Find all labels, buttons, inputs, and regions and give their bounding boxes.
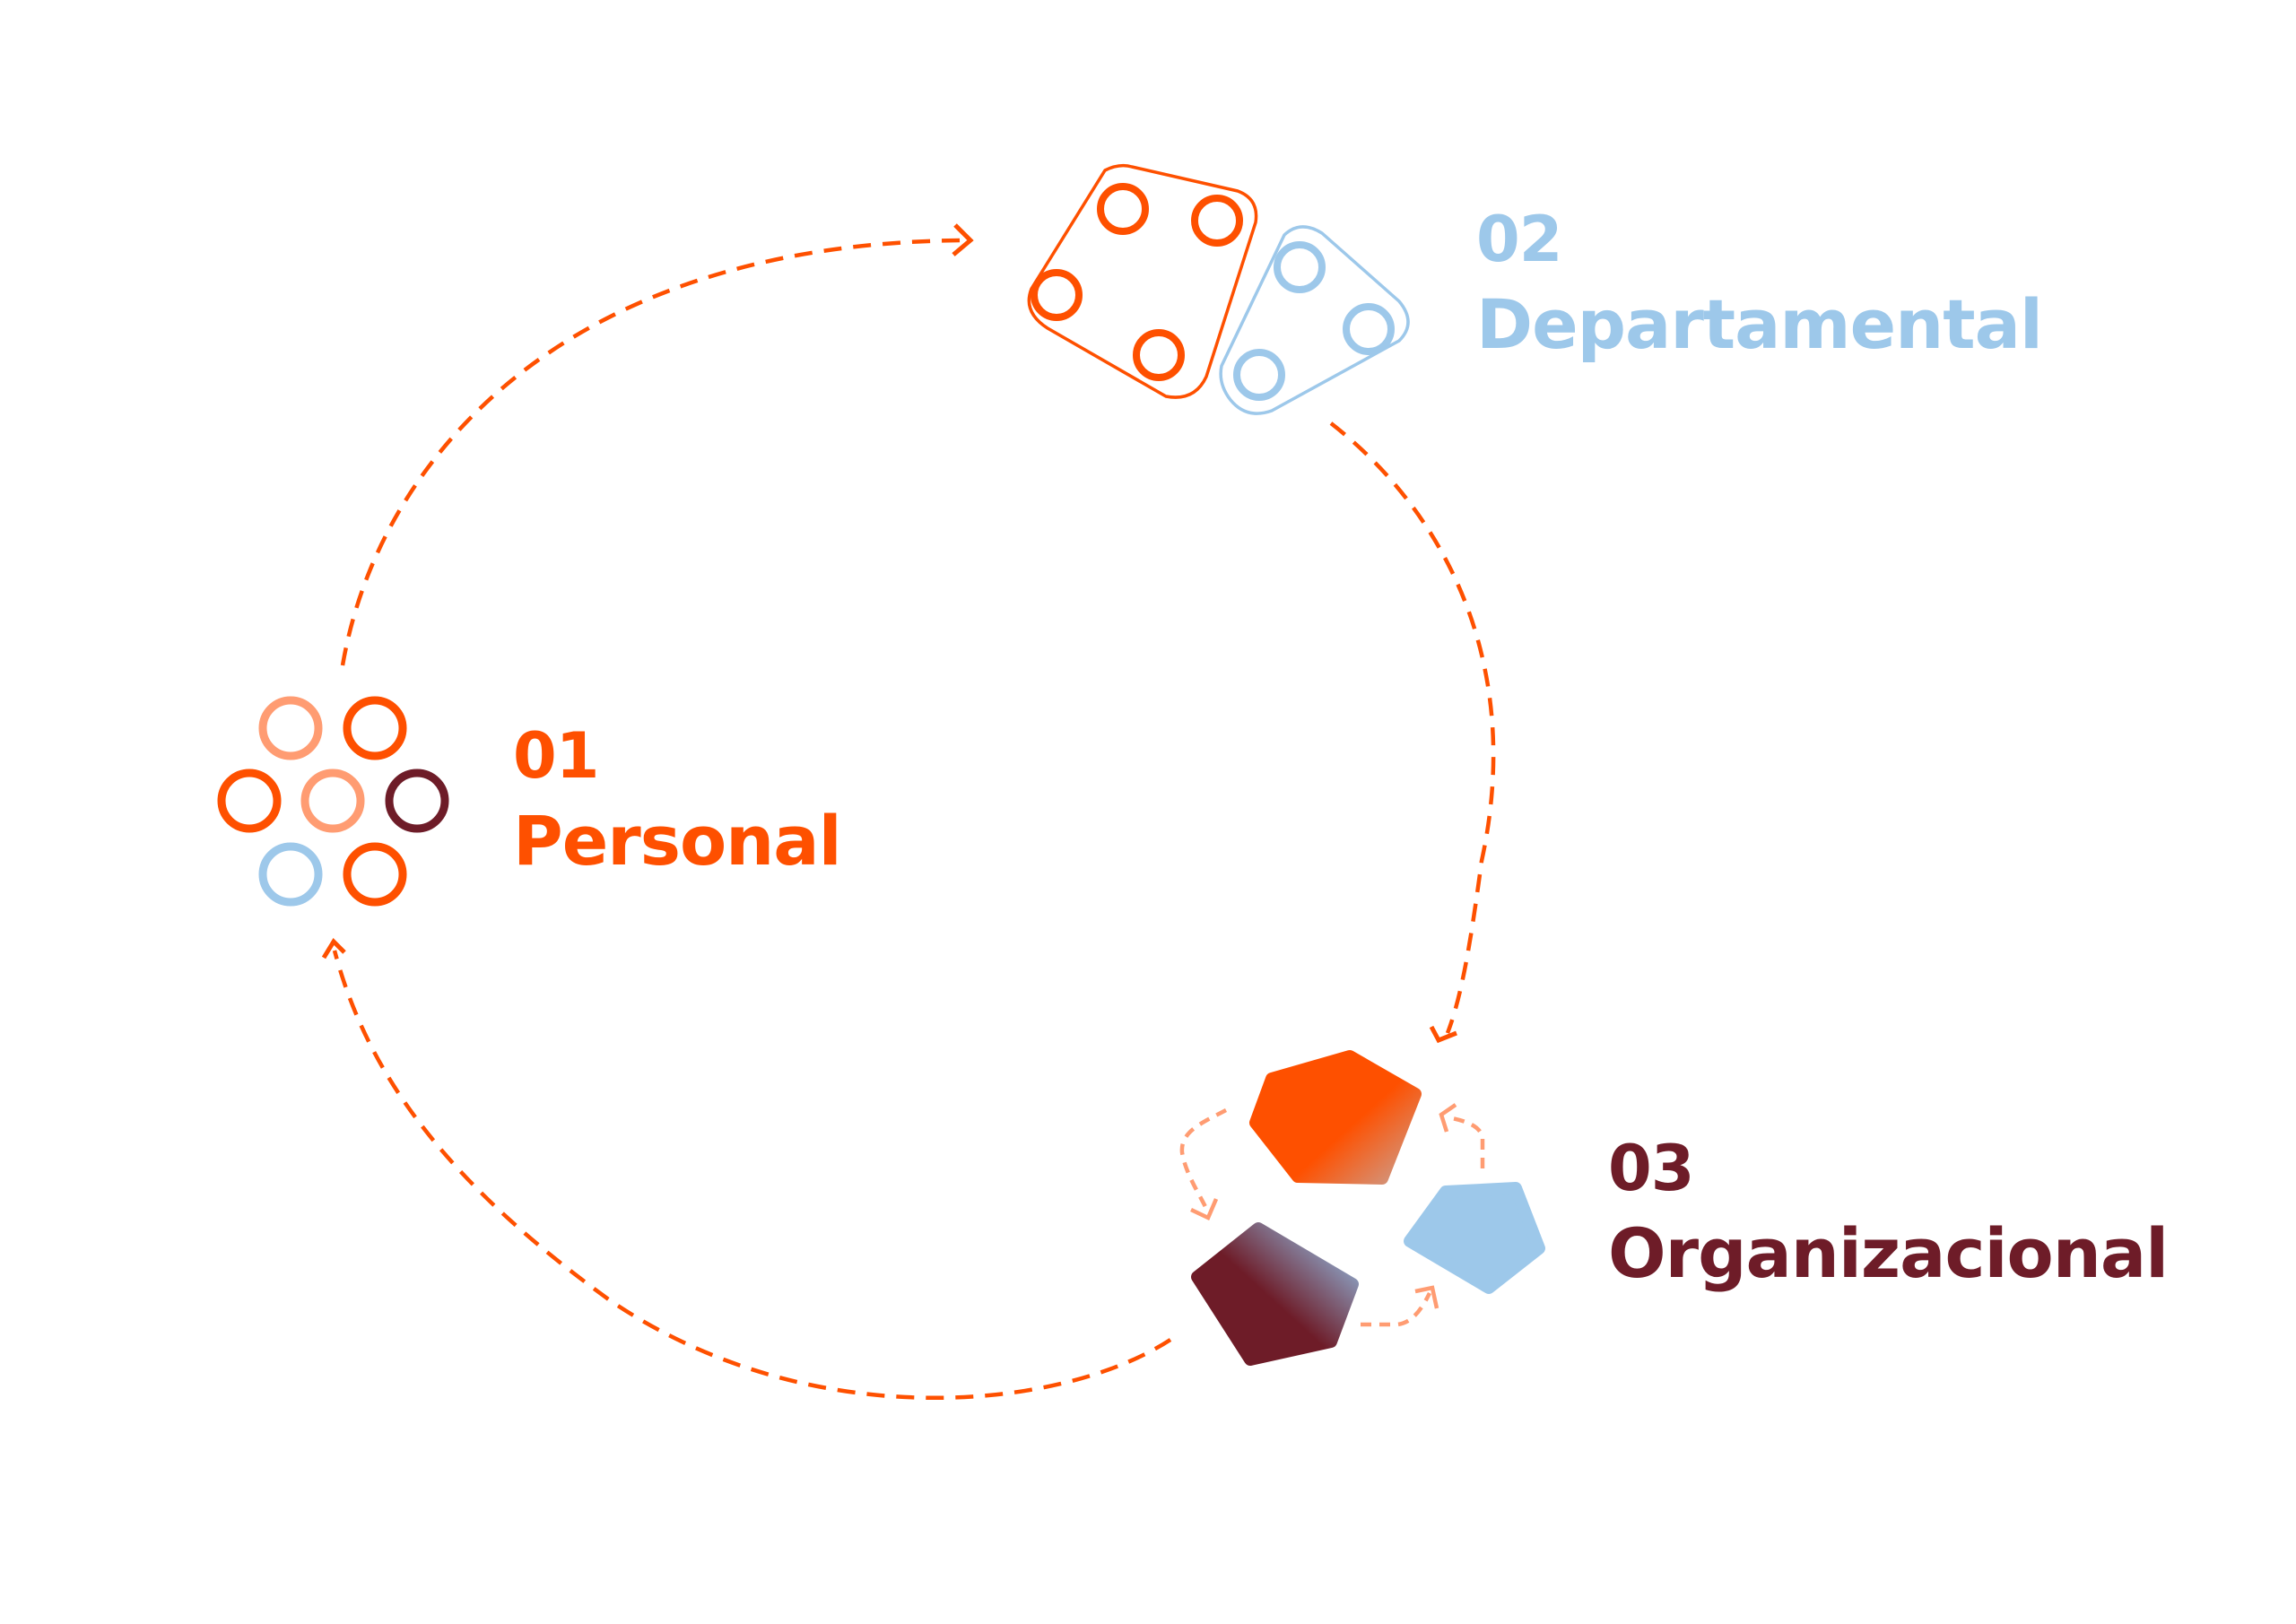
ring-icon — [1191, 195, 1243, 247]
arrow-personal-to-departmental — [340, 238, 968, 666]
cycle-arrowheads — [321, 223, 1457, 1044]
ring-icon — [343, 696, 407, 760]
arrowhead-to-organizational-icon — [1429, 1025, 1457, 1044]
arrowhead-icon — [1439, 1103, 1457, 1133]
organizational-pentagons-icon — [1191, 1050, 1545, 1366]
arrowhead-to-personal-icon — [321, 937, 346, 960]
orange-pentagon — [1249, 1050, 1422, 1185]
stage-label-departmental: 02 Departamental — [1476, 203, 2043, 364]
ring-icon — [258, 842, 323, 907]
blue-group-outline — [1219, 225, 1410, 415]
arrow-organizational-to-personal — [332, 950, 1172, 1401]
ring-icon — [1233, 349, 1285, 401]
ring-icon — [385, 769, 449, 833]
stage-name: Personal — [513, 801, 842, 881]
ring-icon — [300, 769, 365, 833]
ring-icon — [217, 769, 282, 833]
stage-number: 03 — [1608, 1132, 1694, 1205]
ring-icon — [1133, 329, 1185, 381]
stage-label-personal: 01 Personal — [513, 719, 842, 881]
arrowhead-to-departmental-icon — [952, 223, 974, 256]
arrowhead-icon — [1414, 1285, 1439, 1309]
orange-group-outline — [1027, 163, 1258, 399]
stage-number: 01 — [513, 719, 599, 793]
stage-number: 02 — [1476, 203, 1562, 276]
ring-icon — [1097, 183, 1149, 235]
arrowhead-icon — [1190, 1198, 1219, 1221]
arrow-departmental-to-organizational — [1329, 421, 1496, 1034]
blue-pentagon — [1404, 1182, 1545, 1294]
stage-label-organizational: 03 Organizacional — [1608, 1132, 2169, 1293]
maroon-pentagon — [1191, 1222, 1359, 1366]
exchange-arrows — [1179, 1103, 1485, 1327]
stage-name: Departamental — [1476, 284, 2043, 364]
ring-icon — [1274, 241, 1326, 293]
personal-rings-icon — [217, 696, 449, 907]
ring-icon — [1031, 269, 1083, 321]
stage-name: Organizacional — [1608, 1213, 2169, 1293]
ring-icon — [258, 696, 323, 760]
ring-icon — [343, 842, 407, 907]
ring-icon — [1343, 303, 1395, 355]
departmental-groups-icon — [1027, 163, 1410, 415]
cycle-arrows — [332, 238, 1496, 1401]
